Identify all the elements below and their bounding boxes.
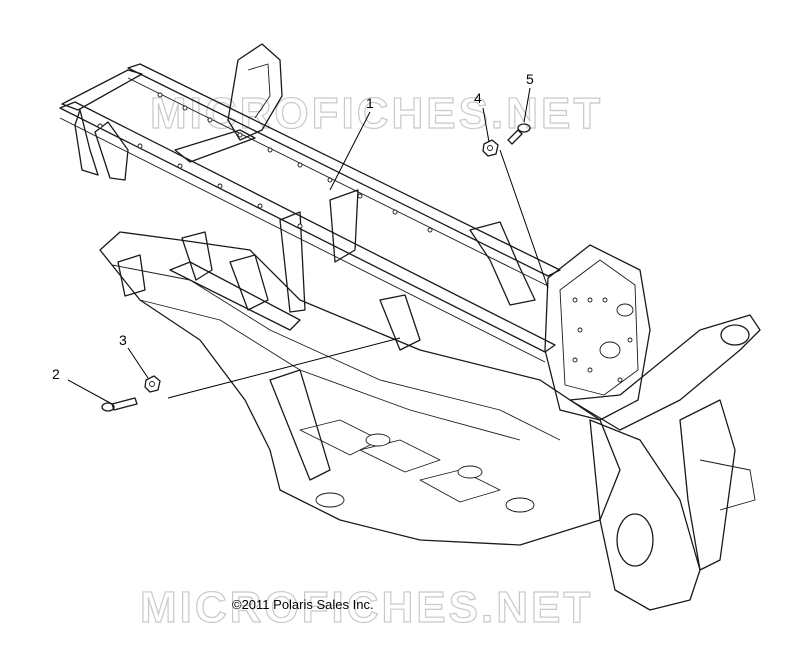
callout-3: 3 xyxy=(119,332,127,348)
nut-part-3 xyxy=(144,375,161,393)
rear-tower xyxy=(544,244,761,611)
lower-chassis xyxy=(99,231,621,546)
callout-2: 2 xyxy=(52,366,60,382)
callout-1: 1 xyxy=(366,95,374,111)
tower-holes xyxy=(572,297,633,383)
upper-frame-rails xyxy=(59,43,561,363)
bolt-part-2 xyxy=(101,397,138,412)
nut-part-4 xyxy=(482,139,499,157)
rail-holes xyxy=(97,92,433,233)
copyright-notice: ©2011 Polaris Sales Inc. xyxy=(232,597,374,612)
bolt-part-5 xyxy=(507,123,531,145)
watermark-top: MICROFICHES.NET xyxy=(150,89,603,138)
callout-4: 4 xyxy=(474,90,482,106)
callout-5: 5 xyxy=(526,71,534,87)
watermark-bottom: MICROFICHES.NET xyxy=(140,583,593,632)
leader-lines xyxy=(67,87,549,405)
